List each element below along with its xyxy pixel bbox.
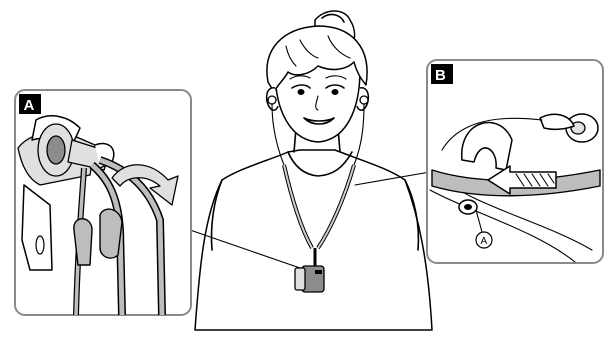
callout-b-label: B (435, 67, 446, 84)
person-figure (195, 11, 432, 330)
callout-a-label: A (24, 97, 35, 114)
part-marker-label: A (481, 236, 488, 247)
callout-b-panel: A B (427, 60, 603, 263)
callout-a-panel: A (15, 90, 191, 315)
